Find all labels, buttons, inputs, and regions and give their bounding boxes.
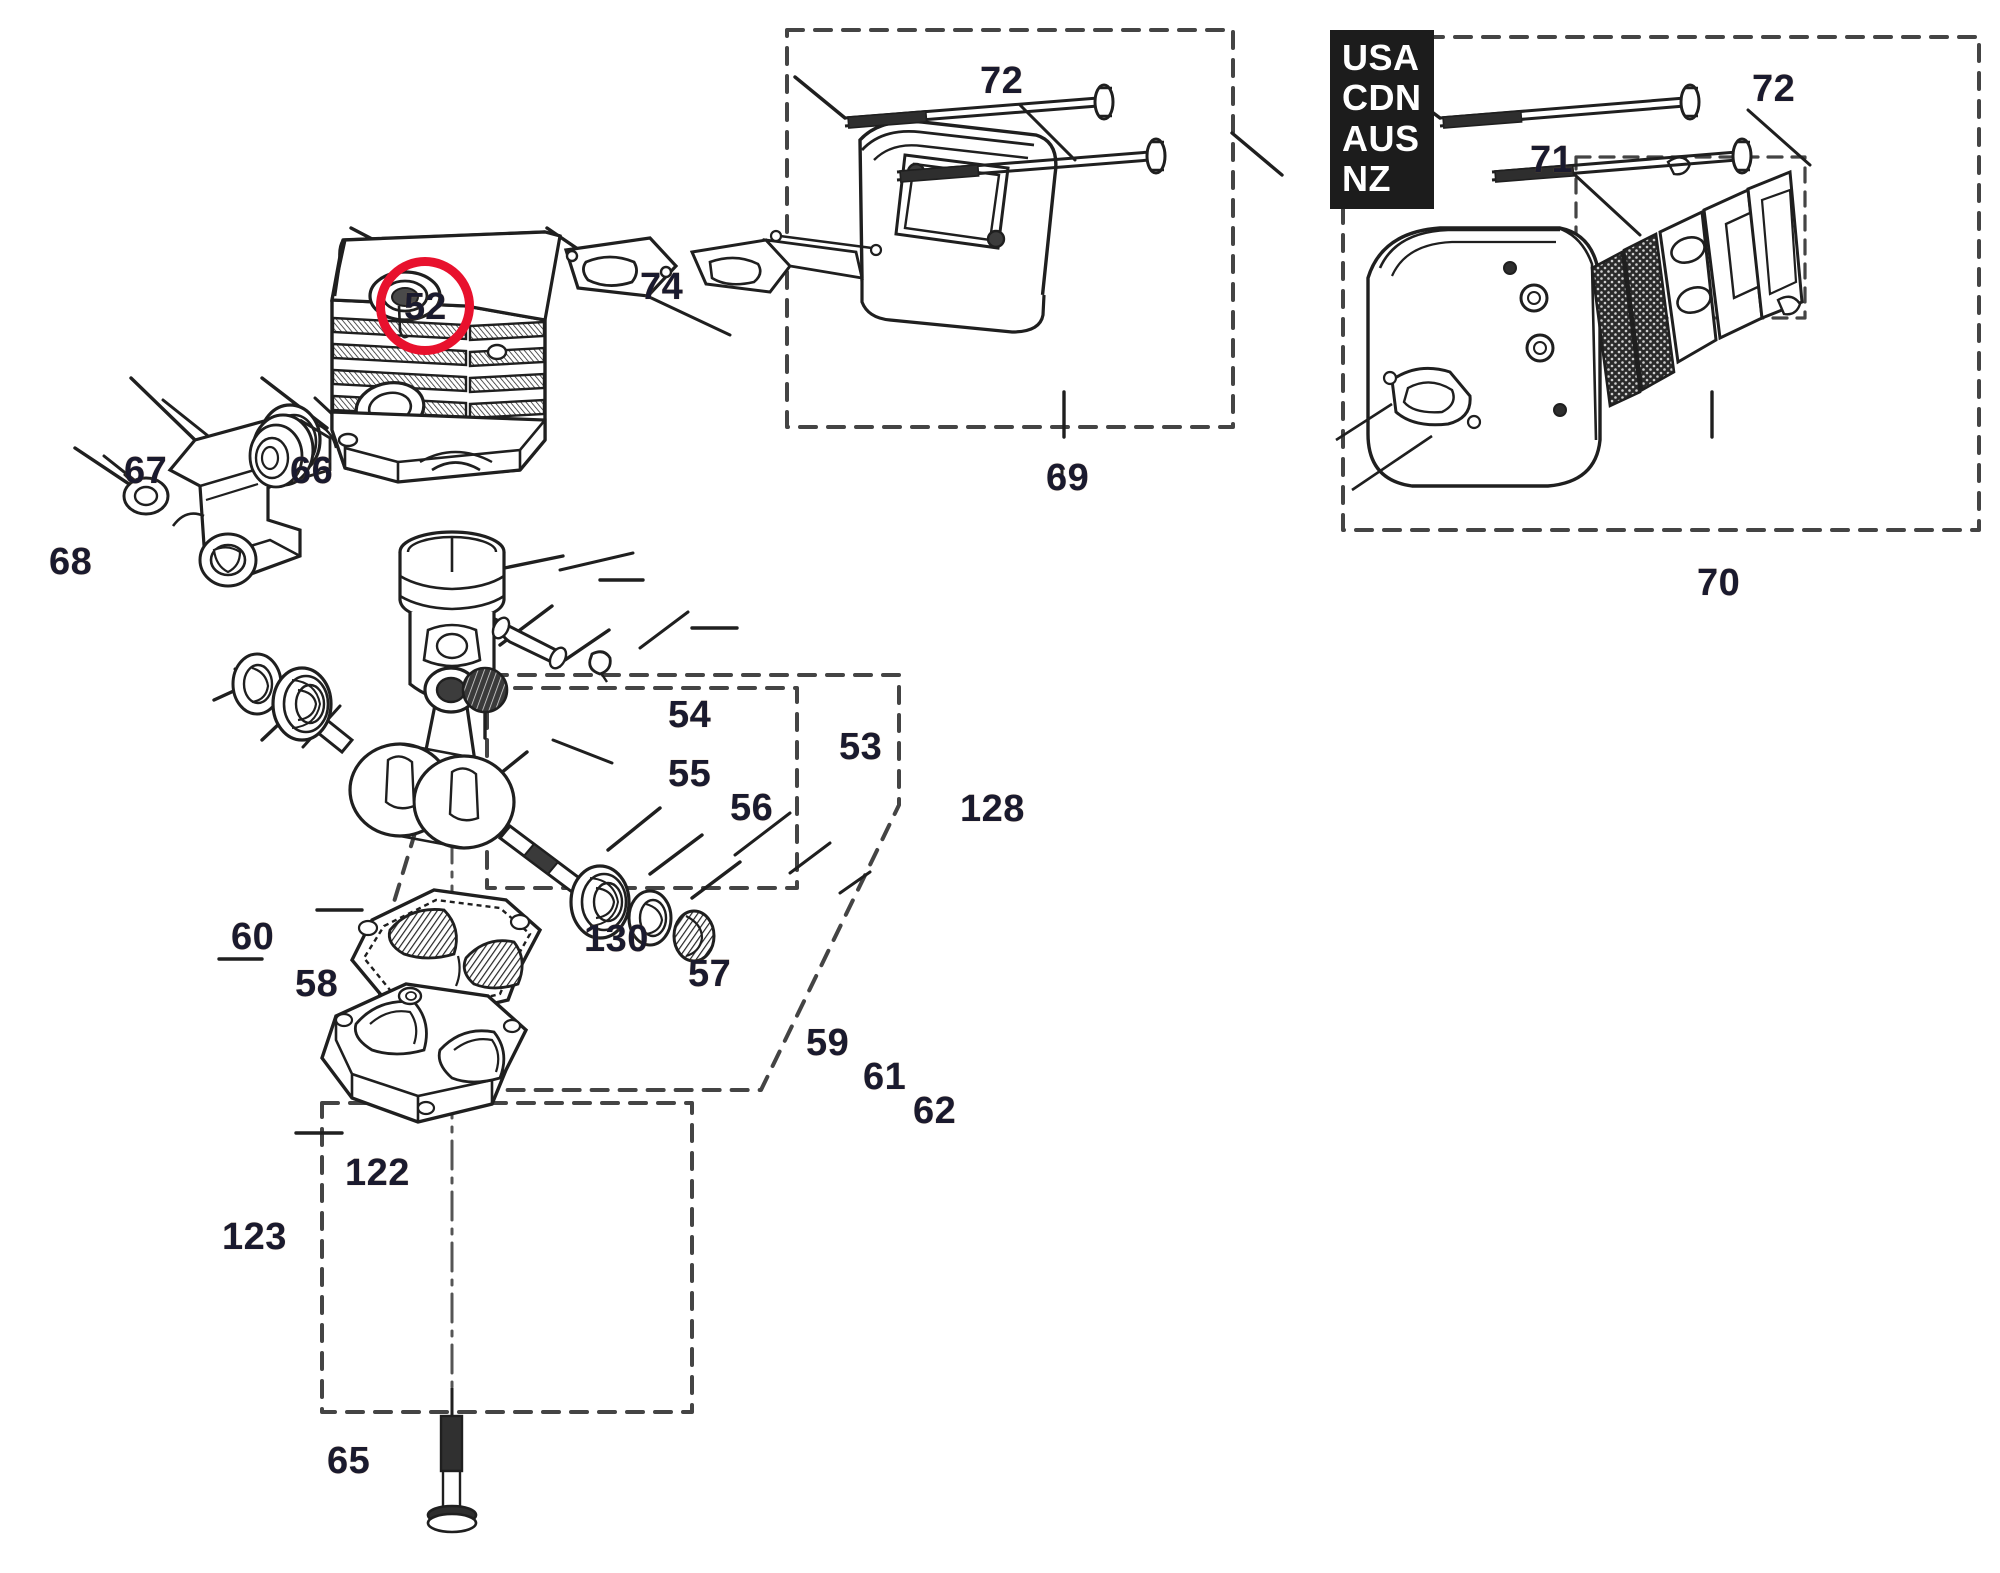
callout-55[interactable]: 55 xyxy=(668,753,712,795)
callout-67[interactable]: 67 xyxy=(124,450,168,492)
callout-72-b[interactable]: 72 xyxy=(1752,68,1796,110)
callout-71[interactable]: 71 xyxy=(1530,139,1574,181)
part-muffler-usa xyxy=(1335,83,1804,492)
group-box-70 xyxy=(1341,35,1981,532)
part-crankcase-screw xyxy=(426,1388,478,1534)
part-crank-bearing-right xyxy=(569,864,631,940)
callout-53[interactable]: 53 xyxy=(839,726,883,768)
callout-62[interactable]: 62 xyxy=(913,1090,957,1132)
callout-54[interactable]: 54 xyxy=(668,694,712,736)
callout-123[interactable]: 123 xyxy=(222,1216,287,1258)
callout-69[interactable]: 69 xyxy=(1046,457,1090,499)
part-piston xyxy=(398,530,506,702)
market-badge: USA CDN AUS NZ xyxy=(1330,30,1434,210)
callout-65[interactable]: 65 xyxy=(327,1440,371,1482)
callout-68[interactable]: 68 xyxy=(49,541,93,583)
callout-52[interactable]: 52 xyxy=(404,286,447,328)
part-spring-washer xyxy=(672,909,716,963)
part-spark-arrester xyxy=(1590,156,1804,408)
market-line-aus: AUS xyxy=(1342,117,1420,159)
part-piston-circlip xyxy=(588,650,612,683)
group-box-53 xyxy=(485,686,799,890)
callout-58[interactable]: 58 xyxy=(295,963,339,1005)
part-intake-clip xyxy=(122,473,170,516)
callout-122[interactable]: 122 xyxy=(345,1152,410,1194)
callout-60[interactable]: 60 xyxy=(231,916,275,958)
callout-130[interactable]: 130 xyxy=(584,918,649,960)
part-muffler-gasket xyxy=(563,236,679,298)
callout-70[interactable]: 70 xyxy=(1697,562,1741,604)
callout-59[interactable]: 59 xyxy=(806,1022,850,1064)
part-intake-boot xyxy=(248,403,338,489)
callout-66[interactable]: 66 xyxy=(290,450,334,492)
part-crankcase-upper xyxy=(349,888,543,1018)
callout-56[interactable]: 56 xyxy=(730,787,774,829)
market-line-usa: USA xyxy=(1342,37,1420,78)
part-crankcase-lower xyxy=(320,982,529,1124)
part-muffler-standard xyxy=(689,83,1167,334)
part-crankshaft xyxy=(279,666,585,895)
callout-57[interactable]: 57 xyxy=(688,953,732,995)
part-crank-bearing-left xyxy=(271,666,333,742)
market-line-cdn: CDN xyxy=(1342,77,1422,119)
group-box-123 xyxy=(320,1101,694,1414)
callout-74[interactable]: 74 xyxy=(640,266,684,308)
callout-72-a[interactable]: 72 xyxy=(980,60,1024,102)
part-muffler-screws-usa xyxy=(1439,83,1753,183)
group-box-69 xyxy=(785,28,1235,429)
highlight-ring-52 xyxy=(376,257,474,355)
callout-61[interactable]: 61 xyxy=(863,1056,907,1098)
part-needle-cage xyxy=(461,666,509,714)
part-piston-pin xyxy=(491,616,568,670)
part-crank-seal-right xyxy=(627,889,673,947)
callout-128[interactable]: 128 xyxy=(960,788,1025,830)
part-muffler-screws xyxy=(844,83,1167,183)
market-line-nz: NZ xyxy=(1342,157,1391,199)
